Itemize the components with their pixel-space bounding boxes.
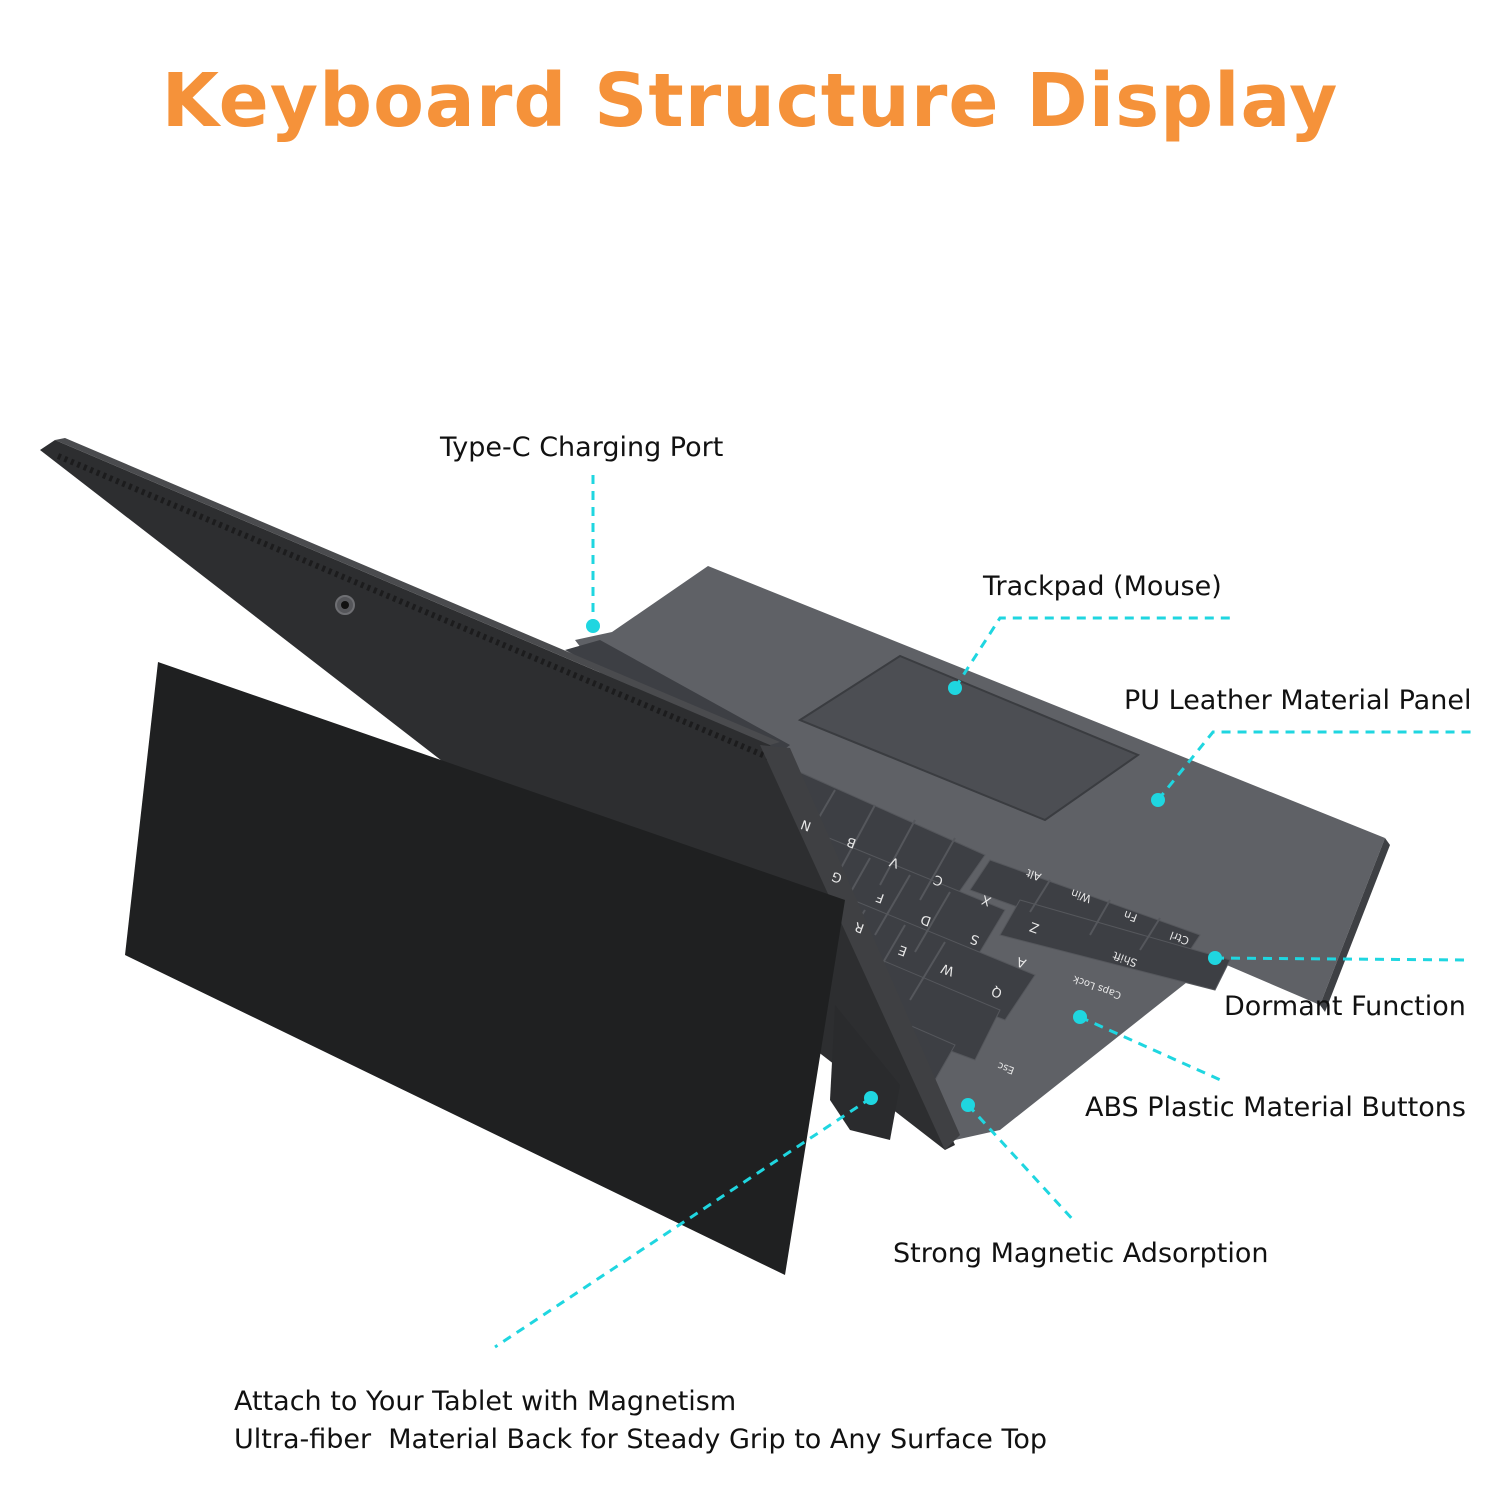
keyboard-base-edge — [1320, 838, 1390, 1012]
callout-pu-leather-panel: PU Leather Material Panel — [1124, 685, 1472, 716]
dot-abs-buttons — [1073, 1010, 1087, 1024]
key-n: N — [799, 816, 813, 833]
key-d: D — [919, 911, 934, 929]
dot-dormant — [1208, 951, 1222, 965]
callout-abs-buttons: ABS Plastic Material Buttons — [1085, 1092, 1466, 1123]
key-ctrl: Ctrl — [1168, 928, 1191, 947]
key-w: W — [939, 960, 956, 979]
bottom-line-1: Attach to Your Tablet with Magnetism — [234, 1386, 737, 1417]
callout-type-c-charging-port: Type-C Charging Port — [440, 432, 724, 463]
dot-attach — [864, 1091, 878, 1105]
key-q: Q — [990, 983, 1005, 1001]
kickstand-support — [830, 1005, 900, 1140]
callout-magnetic-adsorption: Strong Magnetic Adsorption — [893, 1238, 1269, 1269]
dot-magnetic — [961, 1098, 975, 1112]
kickstand — [125, 662, 845, 1275]
dot-type-c — [586, 619, 600, 633]
callout-dormant-function: Dormant Function — [1224, 991, 1466, 1022]
bottom-line-2: Ultra-fiber Material Back for Steady Gri… — [234, 1424, 1048, 1455]
key-fn: Fn — [1122, 908, 1139, 925]
trackpad — [797, 654, 1141, 822]
bottom-description: Attach to Your Tablet with Magnetism Ult… — [234, 1383, 1047, 1459]
dot-trackpad — [948, 681, 962, 695]
key-g: G — [830, 868, 845, 886]
page-title: Keyboard Structure Display — [161, 58, 1339, 144]
key-alt: Alt — [1024, 866, 1043, 884]
callout-dots — [586, 619, 1222, 1112]
callout-trackpad: Trackpad (Mouse) — [983, 571, 1222, 602]
key-esc: Esc — [996, 1059, 1016, 1075]
tablet-bezel — [55, 438, 780, 745]
tablet-edge — [760, 745, 960, 1150]
callout-lines — [494, 475, 1475, 1349]
speaker-grille — [56, 453, 772, 761]
dot-pu-leather — [1151, 793, 1165, 807]
